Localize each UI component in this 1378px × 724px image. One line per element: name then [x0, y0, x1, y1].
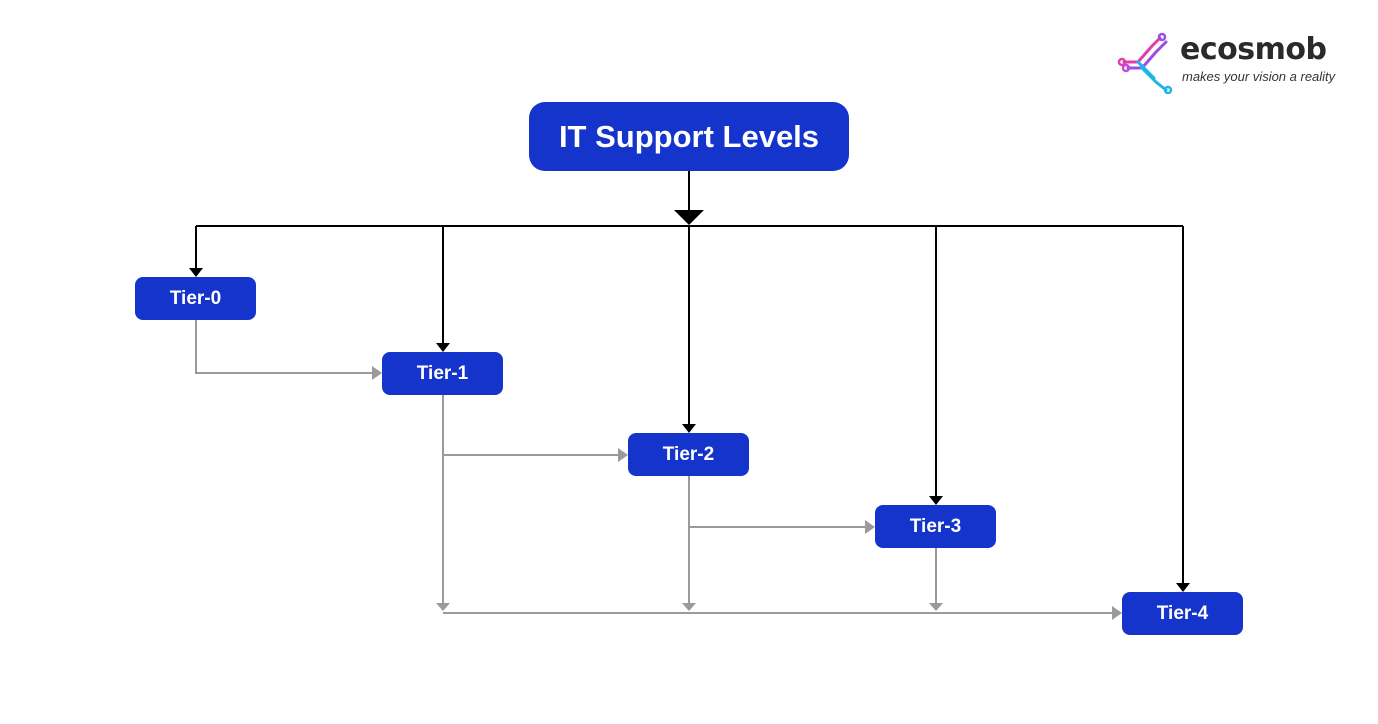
- title-connectors: [195, 171, 1184, 585]
- arrowhead-tier-4: [1176, 583, 1190, 592]
- tier-0-node: Tier-0: [135, 277, 256, 320]
- arrowhead-down-tier-1: [436, 603, 450, 611]
- diagram-title-node: IT Support Levels: [529, 102, 849, 171]
- arrowhead-down-tier-3: [929, 603, 943, 611]
- escalation-connectors: [195, 320, 1114, 614]
- arrowhead-tier-3: [929, 496, 943, 505]
- arrowhead-tier-0: [189, 268, 203, 277]
- arrowhead-tier-2: [682, 424, 696, 433]
- arrowhead-down-tier-2: [682, 603, 696, 611]
- tier-2-node: Tier-2: [628, 433, 749, 476]
- arrowhead-escalation-tier-3: [865, 520, 875, 534]
- title-arrowheads: [189, 210, 1190, 592]
- arrowhead-escalation-tier-4: [1112, 606, 1122, 620]
- brand-name: ecosmob: [1180, 32, 1327, 67]
- escalation-arrowheads: [372, 366, 1122, 620]
- arrowhead-escalation-tier-1: [372, 366, 382, 380]
- tier-1-node: Tier-1: [382, 352, 503, 395]
- title-big-arrowhead: [674, 210, 704, 225]
- ecosmob-logo-mark-icon: [1117, 32, 1173, 94]
- arrowhead-tier-1: [436, 343, 450, 352]
- tier-3-node: Tier-3: [875, 505, 996, 548]
- escalation-tier-0-to-tier-1: [195, 320, 374, 374]
- tier-4-node: Tier-4: [1122, 592, 1243, 635]
- arrowhead-escalation-tier-2: [618, 448, 628, 462]
- ecosmob-logo: ecosmob makes your vision a reality: [1116, 30, 1356, 96]
- brand-tagline: makes your vision a reality: [1182, 69, 1336, 84]
